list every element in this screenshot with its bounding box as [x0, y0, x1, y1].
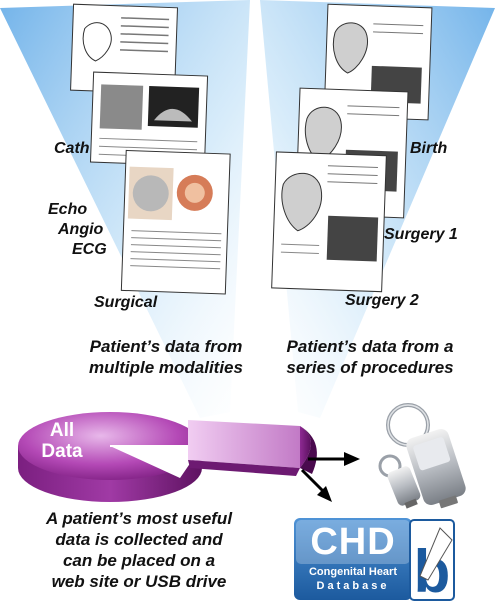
left-document-stack [70, 3, 231, 295]
pie-label-line-1: All [49, 420, 75, 441]
logo-line-1: Congenital Heart [308, 566, 397, 578]
arrow-to-database [300, 468, 332, 502]
data-wedge [188, 420, 317, 476]
label-surgery-2: Surgery 2 [345, 292, 419, 309]
label-birth: Birth [410, 140, 448, 157]
summary-line-4: web site or USB drive [51, 572, 227, 591]
logo-letters: CHD [310, 521, 396, 563]
label-surgical: Surgical [94, 294, 158, 311]
right-document-stack [271, 3, 433, 293]
caption-series-of-procedures: Patient’s data from a series of procedur… [278, 336, 462, 378]
label-cath: Cath [54, 140, 90, 157]
pie-label-line-2: Data [41, 441, 83, 462]
caption-multiple-modalities: Patient’s data from multiple modalities [84, 336, 248, 378]
caption-left-line-2: multiple modalities [89, 358, 243, 377]
label-angio: Angio [58, 221, 104, 238]
logo-line-2: Database [316, 580, 390, 592]
caption-left-line-1: Patient’s data from [89, 337, 243, 356]
summary-text: A patient’s most useful data is collecte… [14, 508, 264, 592]
all-data-pie [18, 412, 202, 502]
label-surgery-1: Surgery 1 [384, 226, 458, 243]
usb-drive-small-icon [378, 454, 421, 509]
caption-right-line-1: Patient’s data from a [286, 337, 454, 356]
pie-label: All Data [32, 420, 92, 462]
label-ecg: ECG [72, 241, 107, 258]
summary-line-3: can be placed on a [62, 551, 216, 570]
label-echo: Echo [48, 201, 88, 218]
summary-line-1: A patient’s most useful [45, 509, 233, 528]
arrow-to-usb [308, 452, 360, 466]
usb-drive-large-icon [386, 403, 466, 509]
summary-line-2: data is collected and [55, 530, 223, 549]
chd-database-logo: b [294, 518, 455, 605]
caption-right-line-2: series of procedures [286, 358, 454, 377]
